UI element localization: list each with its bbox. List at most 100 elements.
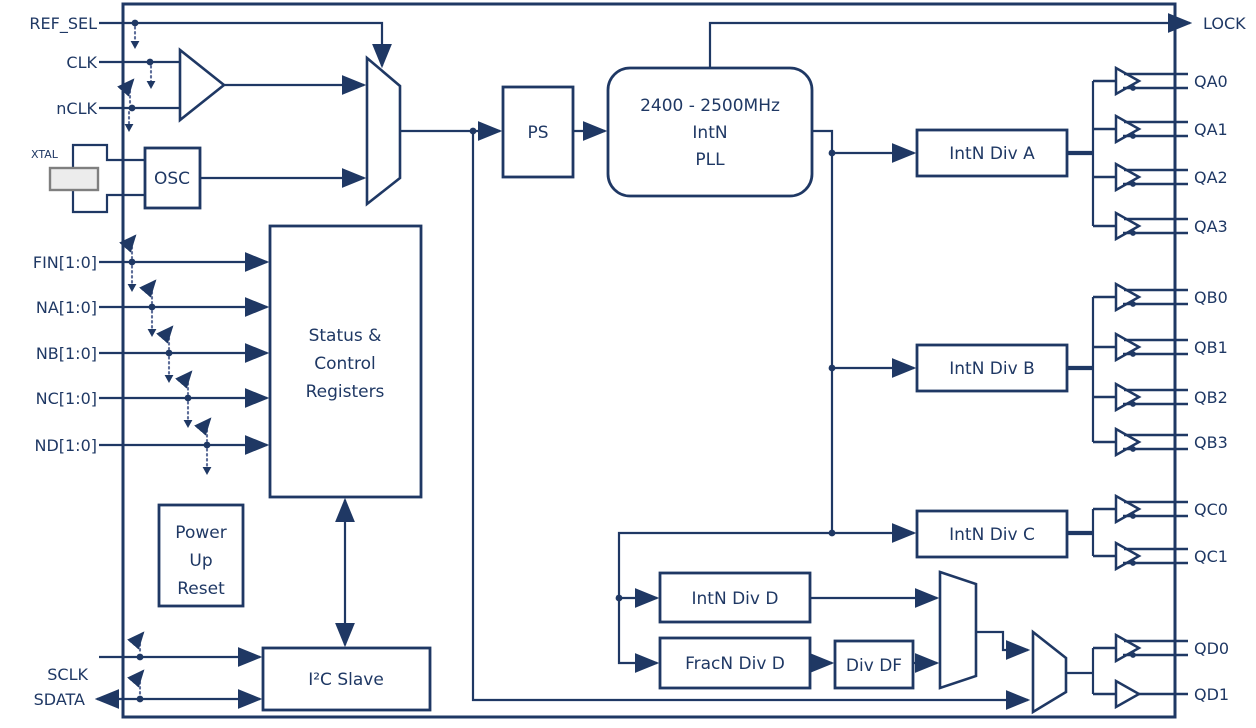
port-label-qb1: QB1 — [1194, 338, 1228, 357]
div-df-label: Div DF — [846, 656, 902, 676]
inverting-output-dot — [1130, 513, 1136, 519]
junction-dot — [128, 258, 136, 266]
output-buffer-qa2: QA2 — [1093, 161, 1228, 193]
pullup-resistor-icon — [156, 325, 174, 351]
junction-dot — [469, 127, 477, 135]
port-clk: CLK — [66, 53, 97, 72]
port-label-ref-sel: REF_SEL — [29, 14, 97, 34]
pulldown-resistor-icon — [147, 309, 157, 337]
junction-dot — [131, 19, 139, 27]
inverting-output-dot — [1130, 181, 1136, 187]
output-driver-triangle-icon — [1114, 161, 1142, 193]
down-arrow-tip — [183, 420, 193, 428]
inverting-output-dot — [1130, 85, 1136, 91]
inverting-output-dot — [1130, 652, 1136, 658]
intn-div-b-block: IntN Div B — [915, 343, 1069, 393]
inverting-output-dot — [1130, 446, 1136, 452]
reference-mux — [365, 55, 402, 207]
registers-label-2: Control — [314, 354, 375, 374]
net-clock-bypass — [471, 131, 1031, 710]
output-driver-triangle-icon — [1114, 113, 1142, 145]
blocks: OSC PS 2400 - 2500MHz IntN PLL Status & … — [143, 66, 1069, 712]
pulldown-resistor-icon — [130, 25, 140, 49]
ps-block: PS — [501, 85, 575, 179]
pll-label-range: 2400 - 2500MHz — [640, 96, 780, 116]
port-label-qa3: QA3 — [1194, 217, 1228, 236]
osc-label: OSC — [154, 169, 190, 189]
inverting-output-dot — [1130, 401, 1136, 407]
intn-div-c-block: IntN Div C — [915, 509, 1069, 559]
port-label-qa0: QA0 — [1194, 72, 1228, 91]
port-label-lock: LOCK — [1203, 14, 1246, 33]
down-arrow-tip — [127, 284, 137, 292]
down-arrow-tip — [124, 124, 134, 132]
junction-dot — [146, 58, 154, 66]
port-na: NA[1:0] — [36, 297, 270, 317]
div-a-label: IntN Div A — [949, 144, 1035, 164]
port-label-nc: NC[1:0] — [36, 389, 97, 408]
port-label-nclk: nCLK — [56, 99, 97, 118]
junction-dot — [136, 653, 144, 661]
xtal-circuit: XTAL — [31, 143, 145, 214]
output-buffer-qb3: QB3 — [1093, 426, 1228, 458]
pullup-resistor-icon — [119, 234, 137, 260]
pullup-resistor-icon — [194, 417, 212, 443]
port-label-fin: FIN[1:0] — [33, 253, 97, 272]
registers-block: Status & Control Registers — [268, 224, 423, 499]
junction-dot — [828, 149, 836, 157]
up-arrow-tip — [127, 669, 145, 688]
port-label-xtal: XTAL — [31, 148, 59, 161]
qd-output-mux — [1031, 629, 1068, 715]
output-buffer-qa0: QA0 — [1093, 65, 1228, 97]
port-label-qc1: QC1 — [1194, 547, 1228, 566]
output-driver-triangle-icon — [1114, 493, 1142, 525]
up-arrow-tip — [127, 631, 145, 650]
port-label-sdata: SDATA — [34, 690, 85, 709]
pulldown-resistor-icon — [202, 447, 212, 475]
port-label-qb2: QB2 — [1194, 388, 1228, 407]
port-label-qa2: QA2 — [1194, 168, 1228, 187]
div-c-label: IntN Div C — [949, 525, 1035, 545]
junction-dot — [615, 594, 623, 602]
output-driver-triangle-icon — [1114, 65, 1142, 97]
junction-dot — [165, 349, 173, 357]
pulldown-resistor-icon — [164, 355, 174, 383]
port-sclk: SCLK — [47, 665, 88, 684]
output-driver-triangle-icon — [1114, 210, 1142, 242]
inverting-output-dot — [1130, 560, 1136, 566]
pulldown-resistor-icon — [127, 264, 137, 292]
net-lock — [708, 13, 1193, 68]
left-ports: REF_SEL CLK nCLK FIN[1:0] NA[1:0] NB[1:0… — [29, 14, 392, 709]
up-arrow-tip — [117, 78, 135, 97]
inverting-output-dot — [1130, 230, 1136, 236]
output-buffer-qb2: QB2 — [1093, 381, 1228, 413]
div-d-label: IntN Div D — [692, 589, 779, 609]
port-fin: FIN[1:0] — [33, 252, 270, 272]
fracn-div-d-block: FracN Div D — [658, 636, 812, 690]
up-arrow-tip — [119, 234, 137, 253]
junction-dot — [136, 695, 144, 703]
output-driver-triangle-icon — [1114, 632, 1142, 664]
pullup-resistor-icon — [139, 279, 157, 305]
fracn-d-label: FracN Div D — [685, 654, 785, 674]
output-driver-triangle-icon — [1114, 540, 1142, 572]
port-label-qb0: QB0 — [1194, 288, 1228, 307]
inverting-output-dot — [1130, 351, 1136, 357]
por-label-1: Power — [175, 523, 226, 543]
power-up-reset-block: Power Up Reset — [157, 503, 245, 608]
port-nc: NC[1:0] — [36, 388, 270, 408]
pulldown-resistor-icon — [124, 110, 134, 132]
pll-label-intn: IntN — [692, 123, 727, 143]
por-label-2: Up — [189, 551, 212, 571]
output-driver-triangle-icon — [1114, 678, 1142, 710]
output-buffer-qa1: QA1 — [1093, 113, 1228, 145]
junction-dot — [203, 441, 211, 449]
pulldown-resistor-icon — [146, 64, 156, 89]
junction-dot — [184, 394, 192, 402]
down-arrow-tip — [147, 329, 157, 337]
i2c-slave-block: I²C Slave — [261, 646, 432, 712]
pullup-resistor-icon — [127, 669, 145, 697]
junction-dots — [128, 19, 836, 703]
chip-boundary — [121, 2, 1177, 719]
